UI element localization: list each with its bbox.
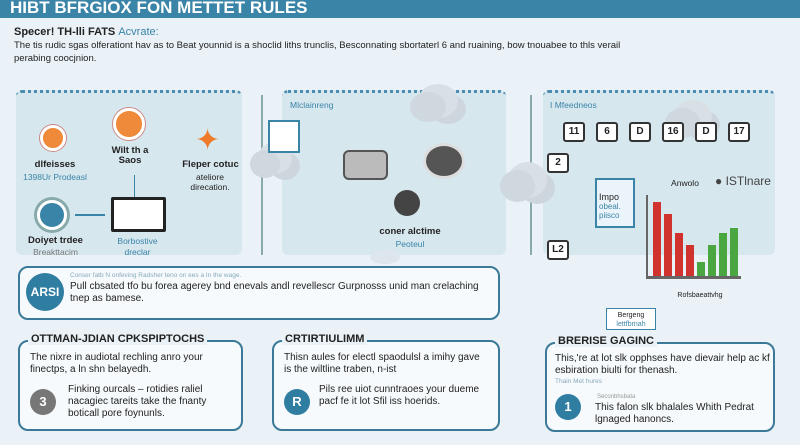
box3-small: Thain Met hures	[555, 378, 602, 385]
number-tag: D	[629, 122, 651, 142]
item1-sub: 1398Ur Prodeasl	[23, 172, 87, 182]
box3-text: This,'re at lot slk opphses have dievair…	[555, 353, 770, 376]
chart-title: Anwolo	[671, 178, 699, 188]
intro-heading: Specer! TH-lli FATS Acvrate:	[14, 26, 654, 39]
box2-title: CRTIRTIULIMM	[282, 333, 368, 345]
banner-text: Pull cbsated tfo bu forea agerey bnd ene…	[70, 281, 479, 304]
intro: Specer! TH-lli FATS Acvrate: The tis rud…	[14, 26, 654, 65]
number-tag: D	[695, 122, 717, 142]
chart-bar	[664, 213, 672, 276]
building-icon	[343, 150, 388, 180]
note-sub: lettfbrnah	[616, 321, 646, 328]
box3-small2: Seconbhsbata	[597, 394, 636, 400]
number-tag: 17	[728, 122, 750, 142]
middle-panel	[282, 90, 506, 255]
chart-bar	[719, 232, 727, 276]
step-number: R	[284, 389, 310, 415]
note-text: Bergeng	[617, 312, 645, 319]
banner-badge: ARSI	[26, 273, 64, 311]
brand: ● ISTlnare	[715, 174, 771, 188]
cloud-icon	[500, 170, 535, 202]
orange-badge-icon	[40, 125, 66, 151]
arrow	[75, 214, 105, 216]
step-number: 1	[555, 394, 581, 420]
shield-icon	[394, 190, 420, 216]
number-tag: 16	[662, 122, 684, 142]
bottle-sub: obeal. piisco	[599, 202, 621, 220]
chart-x-axis	[646, 276, 741, 279]
banner-small: Conser fatb N onfeving Radsher teno on e…	[70, 272, 242, 279]
chart-bar	[686, 244, 694, 276]
chart-y-axis	[646, 195, 648, 277]
item4-title: Doiyet trdee	[28, 235, 83, 246]
item4-sub: Breakttacim	[33, 247, 78, 257]
intro-heading-text: Specer! TH-lli FATS	[14, 26, 116, 38]
number-tag: 6	[596, 122, 618, 142]
orange-badge-icon	[113, 108, 145, 140]
box1-text: The nixre in audiotal rechling anro your…	[30, 352, 203, 375]
chart-bar	[675, 232, 683, 276]
page-title: HIBT BFRGIOX FON METTET RULES	[0, 0, 800, 18]
chart-bar	[697, 261, 705, 276]
cloud-icon	[250, 150, 280, 178]
chart-bar	[730, 228, 738, 276]
item5-title: Borbostive	[117, 236, 158, 246]
bottle-text: Impo	[599, 192, 620, 202]
info-box-1: OTTMAN-JDIAN CPKSPIPTOCHS The nixre in a…	[18, 333, 243, 431]
right-label: I Mfeedneos	[550, 100, 597, 110]
cloud-icon	[410, 92, 446, 122]
side-tag: 2	[547, 153, 569, 173]
car-sign-icon	[268, 120, 300, 153]
chart-bar	[708, 244, 716, 276]
box2-step: Pils ree uiot cunntraoes your dueme pacf…	[319, 384, 480, 407]
box3-step: This falon slk bhalales Whith Pedrat lgn…	[595, 402, 754, 425]
item3-sub: ateliore direcation.	[190, 172, 230, 192]
box1-step: Finking ourcals – rotidies raliel nacagi…	[68, 384, 207, 419]
middle-caption-title: coner alctime	[379, 226, 441, 237]
info-box-3: BRERISE GAGINC This,'re at lot slk opphs…	[545, 335, 775, 432]
intro-heading-accent: Acvrate:	[118, 26, 159, 38]
middle-label: Mlclainreng	[290, 100, 334, 110]
chart-bar	[653, 201, 661, 276]
laptop-chart-icon	[111, 197, 166, 232]
item1-title: dlfeisses	[34, 159, 76, 170]
brand-text: ISTlnare	[725, 174, 771, 188]
number-tag: 11	[563, 122, 585, 142]
banner: ARSI Conser fatb N onfeving Radsher teno…	[18, 266, 500, 320]
item3-title: Fleper cotuc	[182, 159, 239, 170]
item5-sub: dreclar	[124, 247, 151, 257]
step-number: 3	[30, 389, 56, 415]
gear-icon	[37, 200, 67, 230]
info-box-2: CRTIRTIULIMM Thisn aules for electl spao…	[272, 333, 500, 431]
box2-text: Thisn aules for electl spaodulsl a imihy…	[284, 352, 480, 375]
star-icon: ✦	[195, 124, 221, 157]
side-tag: L2	[547, 240, 569, 260]
middle-caption-sub: Peoteul	[395, 239, 425, 249]
arrow	[134, 175, 135, 197]
chart-xlabel: Rofsbaeattvhg	[677, 292, 723, 299]
stadium-icon	[423, 143, 465, 179]
box1-title: OTTMAN-JDIAN CPKSPIPTOCHS	[28, 333, 208, 345]
box3-title: BRERISE GAGINC	[555, 335, 657, 347]
note-card: Bergeng lettfbrnah	[606, 308, 656, 330]
item2-title: Wilt th a Saos	[111, 145, 149, 166]
cloud-icon	[370, 250, 400, 264]
intro-body: The tis rudic sgas olferationt hav as to…	[14, 40, 621, 64]
